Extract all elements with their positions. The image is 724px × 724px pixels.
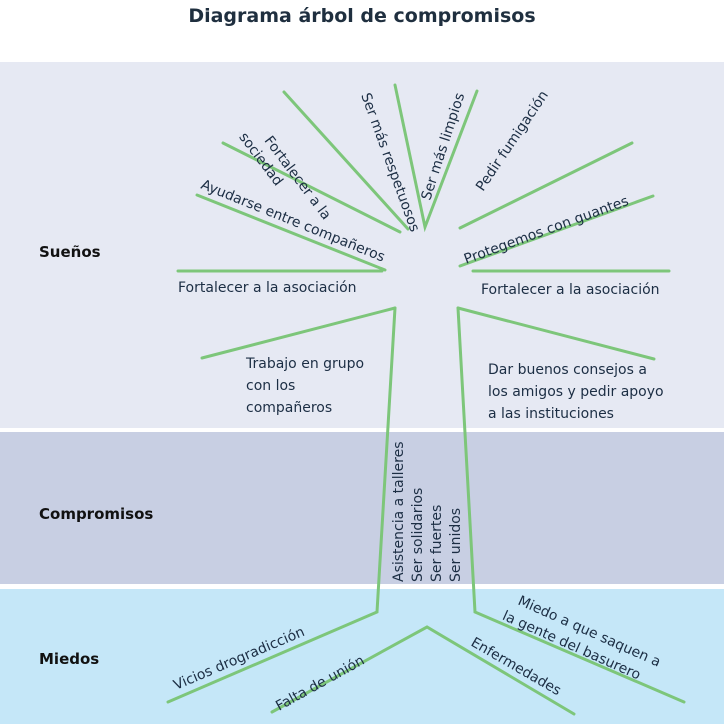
label-trabajo-line2: con los	[246, 378, 295, 394]
tree-labels: Fortalecer a la sociedad Ser más respetu…	[171, 88, 668, 715]
section-label-suenos: Sueños	[39, 243, 101, 261]
root-center	[270, 625, 576, 716]
label-trabajo: Trabajo en grupo con los compañeros	[245, 356, 369, 416]
tree-branches	[166, 83, 686, 716]
trunk-right	[456, 306, 686, 704]
section-label-compromisos: Compromisos	[39, 505, 154, 523]
label-fuertes: Ser fuertes	[429, 505, 445, 582]
section-label-miedos: Miedos	[39, 650, 100, 668]
label-asociacion-right: Fortalecer a la asociación	[481, 282, 660, 298]
branch-fortalecer-sociedad	[221, 141, 402, 234]
branch-respetuosos	[282, 90, 410, 231]
miedos-band	[0, 589, 724, 724]
label-consejos-line3: a las instituciones	[488, 406, 614, 422]
diagram-title: Diagrama árbol de compromisos	[188, 5, 536, 27]
compromisos-band	[0, 432, 724, 584]
label-fumigacion: Pedir fumigación	[473, 88, 552, 194]
label-consejos-line2: los amigos y pedir apoyo	[488, 384, 664, 400]
branch-fumigacion	[458, 141, 634, 230]
label-union: Falta de unión	[273, 653, 367, 715]
branch-consejos	[456, 306, 656, 361]
suenos-band	[0, 62, 724, 428]
label-asistencia: Asistencia a talleres	[391, 442, 407, 583]
label-consejos-line1: Dar buenos consejos a	[488, 362, 647, 378]
label-ayudarse: Ayudarse entre compañeros	[199, 177, 388, 266]
label-vicios: Vicios drogradicción	[171, 624, 307, 694]
branch-guantes	[458, 194, 655, 268]
trunk-left	[166, 306, 397, 704]
label-consejos: Dar buenos consejos a los amigos y pedir…	[488, 362, 668, 422]
label-solidarios: Ser solidarios	[410, 488, 426, 582]
label-asociacion-left: Fortalecer a la asociación	[178, 280, 357, 296]
label-limpios: Ser más limpios	[419, 91, 469, 202]
branch-trabajo	[200, 306, 397, 360]
label-trabajo-line1: Trabajo en grupo	[245, 356, 364, 372]
label-guantes: Protegemos con guantes	[462, 193, 631, 268]
label-trabajo-line3: compañeros	[246, 400, 332, 416]
branch-limpios	[393, 83, 479, 233]
branch-ayudarse	[195, 193, 387, 272]
label-unidos: Ser unidos	[448, 508, 464, 582]
